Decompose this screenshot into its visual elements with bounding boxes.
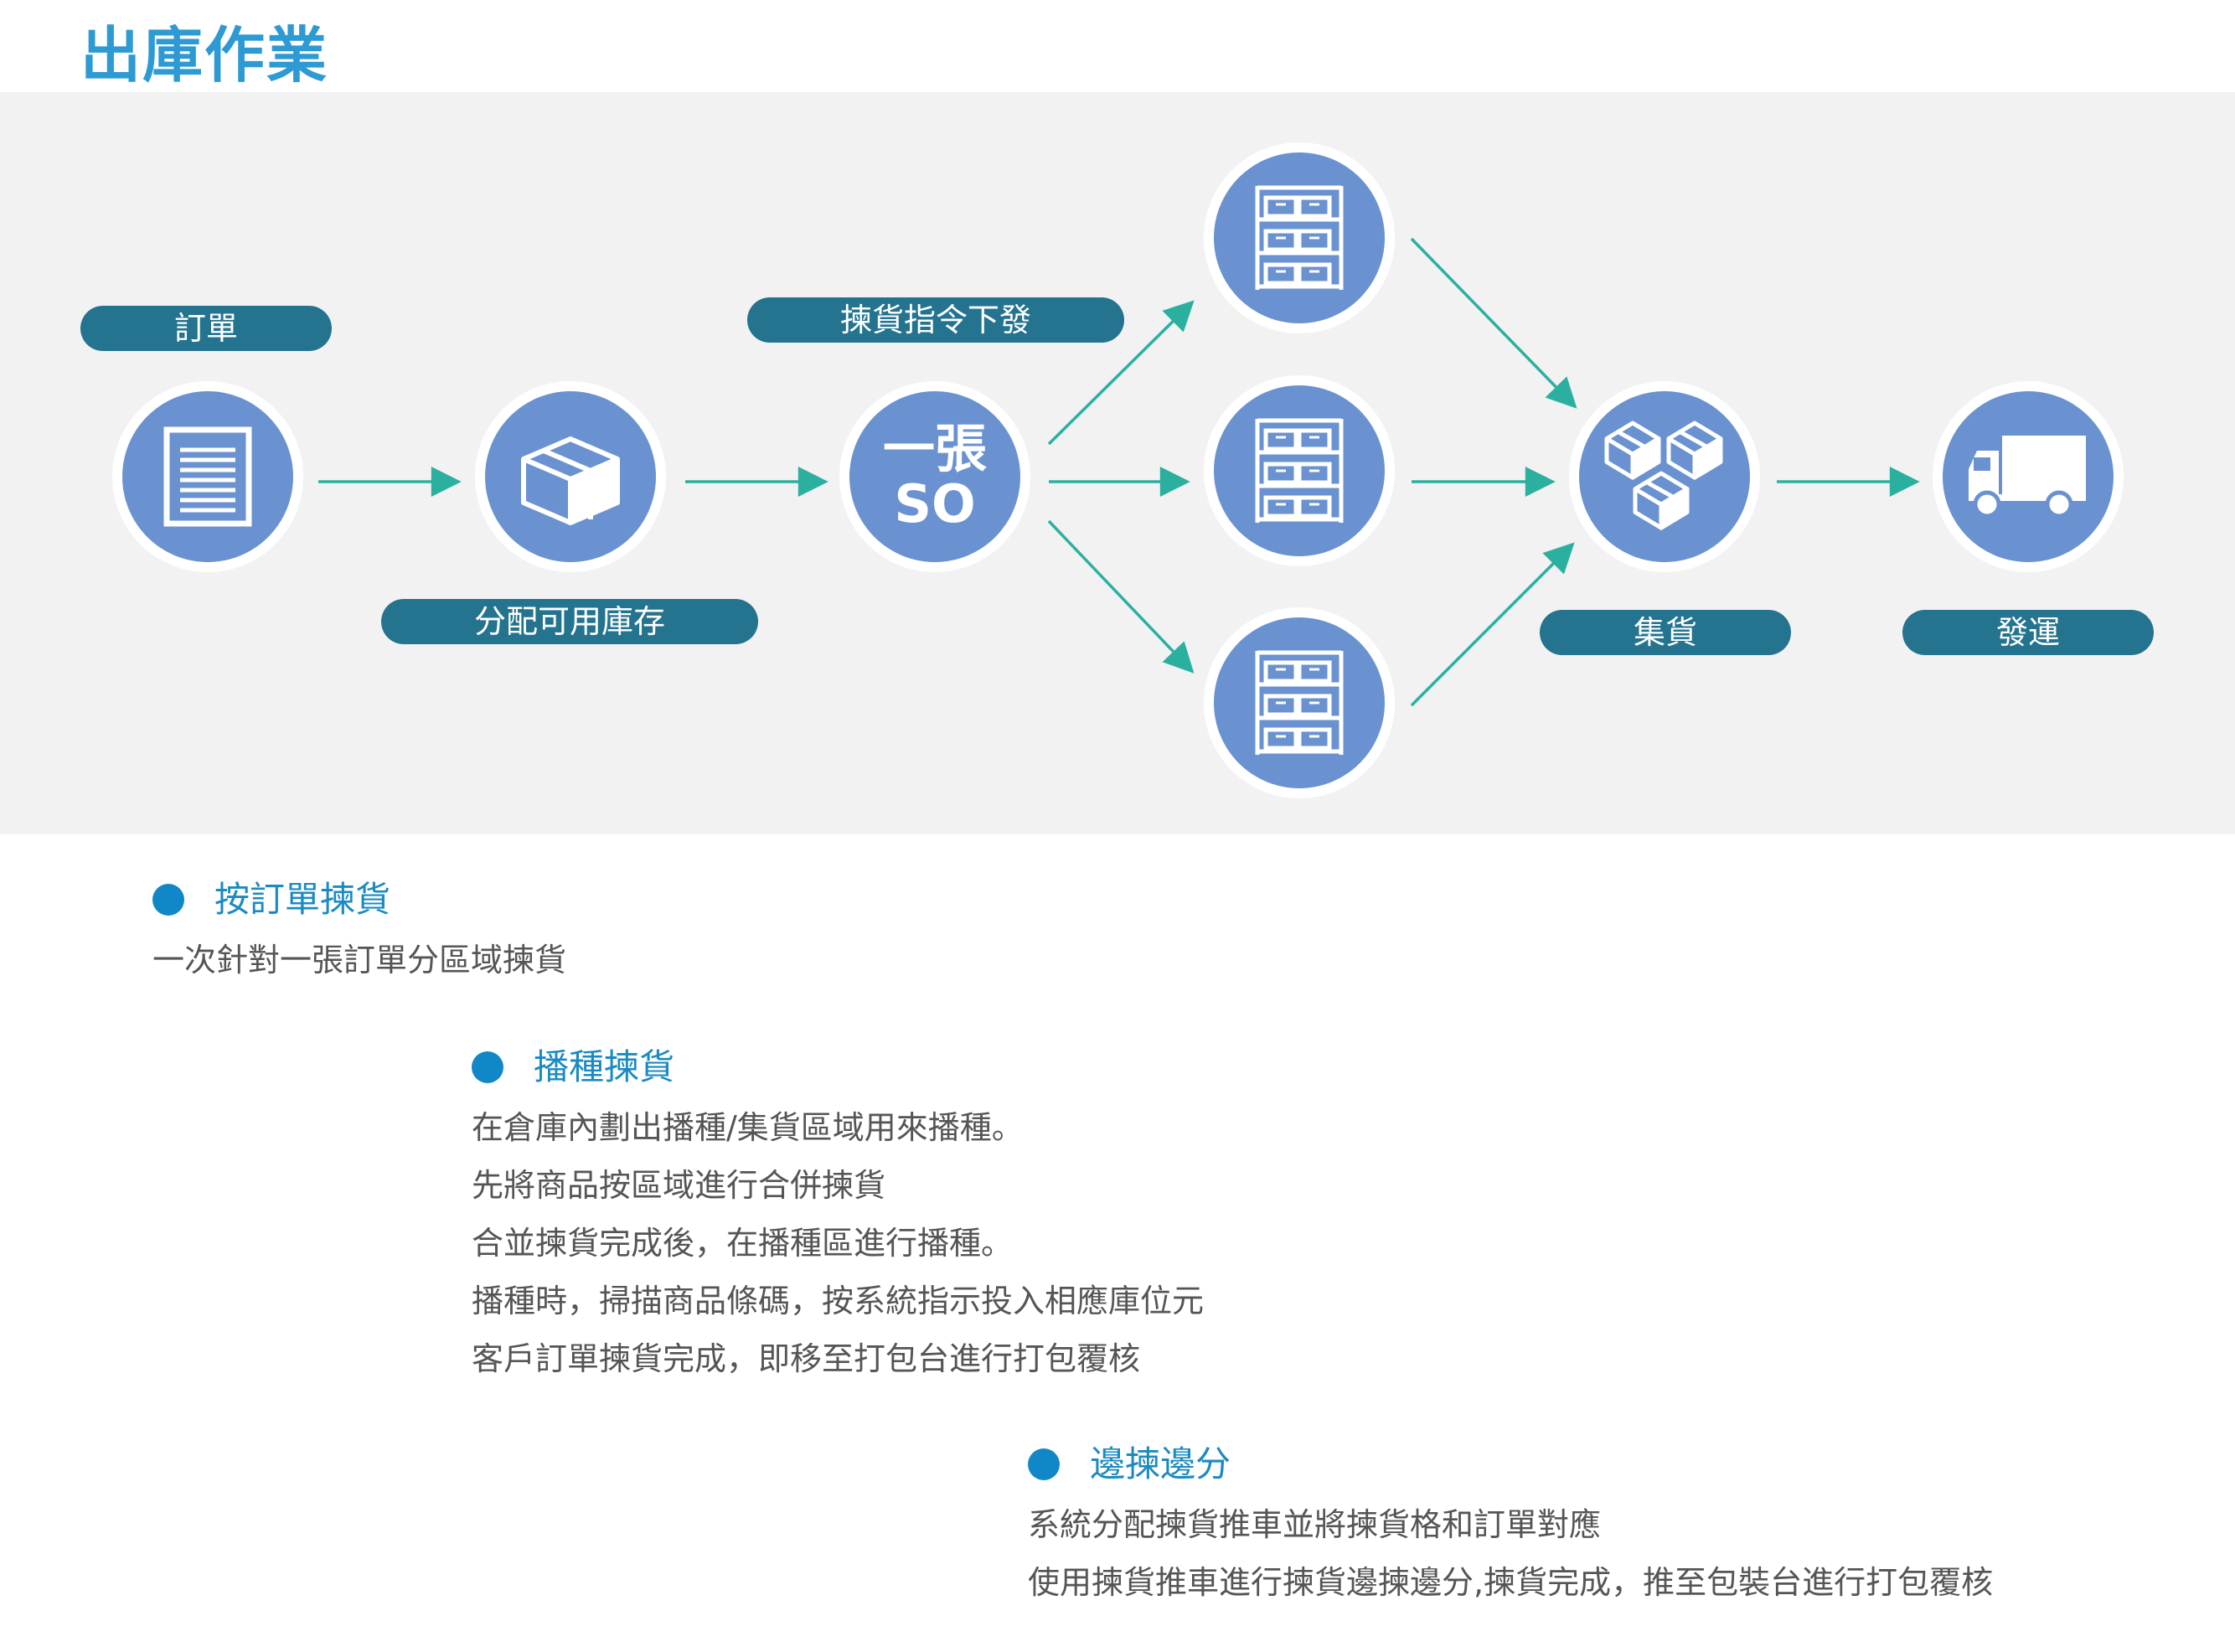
- section-line: 系統分配揀貨推車並將揀貨格和訂單對應: [1028, 1506, 1602, 1543]
- arrow-so-to-shelf-top: [1047, 300, 1195, 446]
- section-line: 使用揀貨推車進行揀貨邊揀邊分,揀貨完成，推至包裝台進行打包覆核: [1028, 1564, 1994, 1601]
- label-allocate: 分配可用庫存: [381, 599, 758, 644]
- section-title: 按訂單揀貨: [214, 879, 391, 920]
- so-line-2: SO: [894, 473, 976, 534]
- node-order: [112, 381, 303, 572]
- boxes-icon: [1604, 421, 1723, 530]
- node-allocate: [475, 381, 666, 572]
- bullet-icon: [1028, 1448, 1060, 1480]
- arrow-shelf-top-to-collect: [1410, 237, 1577, 409]
- label-pick-command: 揀貨指令下發: [747, 297, 1124, 343]
- section-title: 邊揀邊分: [1090, 1443, 1231, 1484]
- label-order: 訂單: [80, 306, 332, 351]
- node-so: 一張 SO: [839, 381, 1030, 572]
- bullet-icon: [152, 884, 184, 916]
- section-title: 播種揀貨: [534, 1046, 675, 1087]
- section-seeding-picking: 播種揀貨 在倉庫內劃出播種/集貨區域用來播種。 先將商品按區域進行合併揀貨 合並…: [472, 1042, 1204, 1388]
- section-line: 在倉庫內劃出播種/集貨區域用來播種。: [472, 1109, 1024, 1146]
- shelf-icon: [1255, 418, 1344, 523]
- label-ship: 發運: [1902, 610, 2154, 655]
- shelf-icon: [1255, 650, 1344, 755]
- section-line: 合並揀貨完成後，在播種區進行播種。: [472, 1225, 1014, 1262]
- node-shelf-middle: [1204, 375, 1395, 566]
- page-title: 出庫作業: [80, 20, 329, 90]
- section-line: 一次針對一張訂單分區域揀貨: [152, 942, 567, 978]
- node-shelf-top: [1204, 142, 1395, 333]
- label-collect: 集貨: [1540, 610, 1791, 655]
- section-line: 播種時，掃描商品條碼，按系統指示投入相應庫位元: [472, 1283, 1205, 1319]
- bullet-icon: [472, 1051, 503, 1083]
- flow-arrows: [318, 237, 1920, 707]
- section-order-picking: 按訂單揀貨 一次針對一張訂單分區域揀貨: [152, 875, 566, 989]
- document-icon: [163, 426, 252, 527]
- section-line: 先將商品按區域進行合併揀貨: [472, 1167, 886, 1204]
- arrow-so-to-shelf-bottom: [1047, 519, 1195, 674]
- arrow-shelf-bottom-to-collect: [1410, 542, 1575, 707]
- flow-diagram: 訂單 分配可用庫存 揀貨指令下發 集貨 發運: [0, 92, 2235, 834]
- section-pick-and-sort: 邊揀邊分 系統分配揀貨推車並將揀貨格和訂單對應 使用揀貨推車進行揀貨邊揀邊分,揀…: [1028, 1439, 1993, 1612]
- truck-icon: [1969, 436, 2086, 519]
- node-shelf-bottom: [1204, 607, 1395, 798]
- box-icon: [521, 436, 620, 525]
- shelf-icon: [1255, 185, 1344, 290]
- so-text: 一張 SO: [883, 421, 987, 532]
- node-ship: [1933, 381, 2124, 572]
- section-line: 客戶訂單揀貨完成，即移至打包台進行打包覆核: [472, 1340, 1141, 1377]
- so-line-1: 一張: [882, 418, 987, 479]
- node-collect: [1569, 381, 1760, 572]
